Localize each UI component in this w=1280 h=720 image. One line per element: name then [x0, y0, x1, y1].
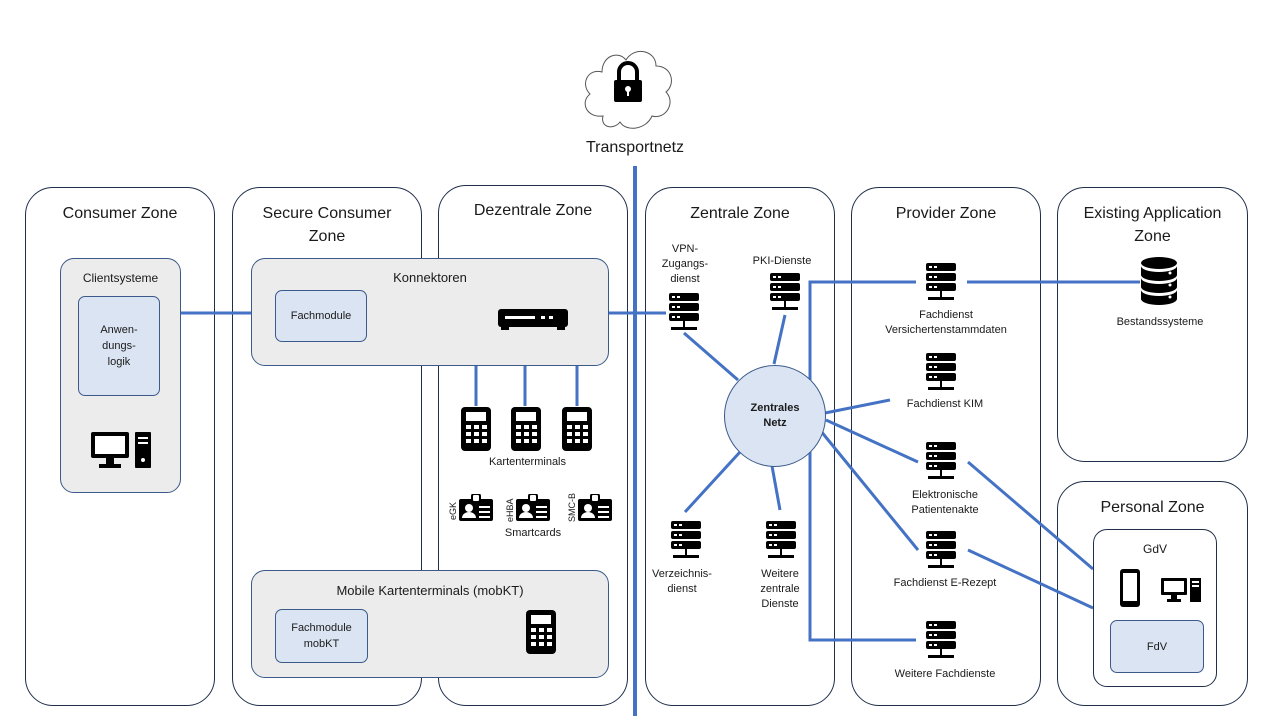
- pki-dienste-label: PKI-Dienste: [752, 255, 812, 267]
- konnektor-device-icon: [498, 309, 568, 330]
- kartenterminals-label: Kartenterminals: [488, 456, 567, 468]
- line-hub-erezept: [818, 429, 920, 551]
- weitere-fachdienste-label: Weitere Fachdienste: [894, 668, 996, 680]
- fdv-label: FdV: [1146, 640, 1168, 653]
- pc-icon: [1161, 578, 1201, 602]
- clientsysteme-label: Clientsysteme: [82, 271, 159, 285]
- consumer-zone-title: Consumer Zone: [62, 205, 178, 222]
- line-hub-weitere: [770, 465, 782, 511]
- vsdm-label: Fachdienst Versichertenstammdaten: [885, 309, 1007, 336]
- desktop-computer-icon: [91, 432, 151, 468]
- provider-zone-title: Provider Zone: [895, 205, 997, 222]
- weitere-fachdienste-server-icon: [926, 621, 956, 658]
- mobkt-title: Mobile Kartenterminals (mobKT): [336, 583, 524, 598]
- dezentrale-zone-title: Dezentrale Zone: [473, 202, 593, 219]
- anwendungslogik-box: Anwen- dungs- logik: [78, 296, 160, 396]
- vsdm-server-icon: [926, 263, 956, 300]
- zentrales-netz-hub: Zentrales Netz: [724, 365, 826, 467]
- epa-server-icon: [926, 442, 956, 479]
- existing-application-zone: Existing Application Zone: [1057, 187, 1248, 462]
- card-label-ehba: eHBA: [505, 498, 515, 522]
- line-hub-verzeichnis: [683, 450, 742, 514]
- mobile-card-terminal-icon: [526, 610, 556, 654]
- konnektoren-title: Konnektoren: [393, 270, 467, 285]
- bestandssysteme-label: Bestandssysteme: [1116, 316, 1204, 328]
- erezept-label: Fachdienst E-Rezept: [893, 577, 997, 589]
- vpn-server-icon: [669, 293, 699, 330]
- cloud-lock-icon: [584, 51, 672, 129]
- fachmodule-mobkt-box: Fachmodule mobKT: [275, 609, 368, 663]
- card-terminal-icon-3: [562, 407, 592, 451]
- kim-label: Fachdienst KIM: [906, 398, 984, 410]
- verzeichnisdienst-label: Verzeichnis- dienst: [652, 568, 712, 595]
- fachmodule-mobkt-label: Fachmodule mobKT: [291, 622, 352, 650]
- kim-server-icon: [926, 353, 956, 390]
- line-epa-gdv: [967, 460, 1094, 571]
- fachmodule-box: Fachmodule: [275, 290, 367, 342]
- epa-label: Elektronische Patientenakte: [911, 489, 979, 516]
- card-label-egk: eGK: [448, 501, 458, 520]
- gdv-label: GdV: [1142, 542, 1167, 556]
- line-erezept-gdv: [967, 548, 1094, 610]
- anwendungslogik-label: Anwen- dungs- logik: [100, 324, 138, 368]
- line-hub-vsdm: [808, 280, 916, 390]
- smartcard-icon-egk: [459, 494, 493, 521]
- pki-server-icon: [770, 273, 800, 310]
- existing-zone-title: Existing Application Zone: [1083, 205, 1222, 245]
- line-hub-kim: [824, 398, 891, 415]
- zentrale-zone-title: Zentrale Zone: [690, 205, 790, 222]
- weitere-zentrale-dienste-label: Weitere zentrale Dienste: [760, 568, 800, 610]
- verzeichnisdienst-server-icon: [671, 521, 701, 558]
- smartcards-label: Smartcards: [504, 527, 562, 539]
- vpn-zugangsdienst-label: VPN- Zugangs- dienst: [661, 243, 709, 285]
- weitere-zentrale-dienste-server-icon: [766, 521, 796, 558]
- erezept-server-icon: [926, 531, 956, 568]
- card-terminal-icon-1: [461, 407, 491, 451]
- fdv-box: FdV: [1110, 620, 1204, 673]
- smartcard-icon-ehba: [516, 494, 550, 521]
- fachmodule-label: Fachmodule: [290, 310, 352, 322]
- personal-zone-title: Personal Zone: [1100, 499, 1205, 516]
- line-hub-epa: [825, 418, 919, 464]
- smartcard-icon-smcb: [578, 494, 612, 521]
- secure-consumer-zone-title: Secure Consumer Zone: [262, 205, 392, 245]
- card-terminal-icon-2: [511, 407, 541, 451]
- database-icon: [1141, 257, 1177, 305]
- line-vpn-hub: [683, 331, 739, 382]
- line-hub-weitere-fachdienste: [808, 450, 916, 642]
- line-pki-hub: [772, 314, 787, 365]
- card-label-smcb: SMC-B: [567, 493, 577, 522]
- transportnetz-label: Transportnetz: [585, 139, 685, 156]
- smartphone-icon: [1120, 569, 1140, 607]
